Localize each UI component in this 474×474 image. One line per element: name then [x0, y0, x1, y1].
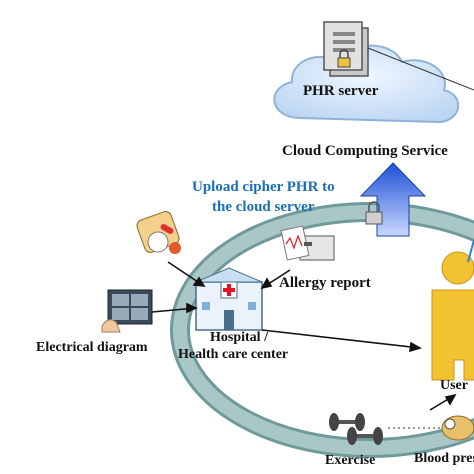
phr-server-label: PHR server — [303, 83, 379, 99]
upload-caption-line1: Upload cipher PHR to — [192, 179, 335, 195]
electrical-diagram-label: Electrical diagram — [36, 340, 148, 355]
allergy-report-icon — [280, 225, 335, 261]
hospital-icon — [195, 267, 263, 331]
lock-icon — [365, 201, 383, 225]
upload-caption-line2: the cloud server — [212, 199, 315, 215]
blood-pressure-icon — [441, 415, 474, 441]
arrows — [151, 261, 457, 411]
dumbbell-icon — [329, 413, 383, 445]
cloud-service-label: Cloud Computing Service — [282, 143, 448, 159]
medicine-icon — [136, 211, 181, 254]
server-link-line — [367, 47, 474, 91]
phr-server-icon — [323, 21, 369, 77]
allergy-report-label: Allergy report — [279, 275, 371, 291]
user-label: User — [440, 378, 468, 393]
blood-pressure-label: Blood pres — [414, 451, 474, 466]
hospital-label-line1: Hospital / — [210, 330, 268, 345]
hospital-label-line2: Health care center — [178, 347, 289, 362]
user-signal-line — [467, 239, 474, 263]
exercise-label: Exercise — [325, 453, 376, 468]
user-icon — [431, 251, 474, 381]
cloud-icon — [273, 44, 460, 124]
electrical-diagram-icon — [101, 289, 153, 333]
